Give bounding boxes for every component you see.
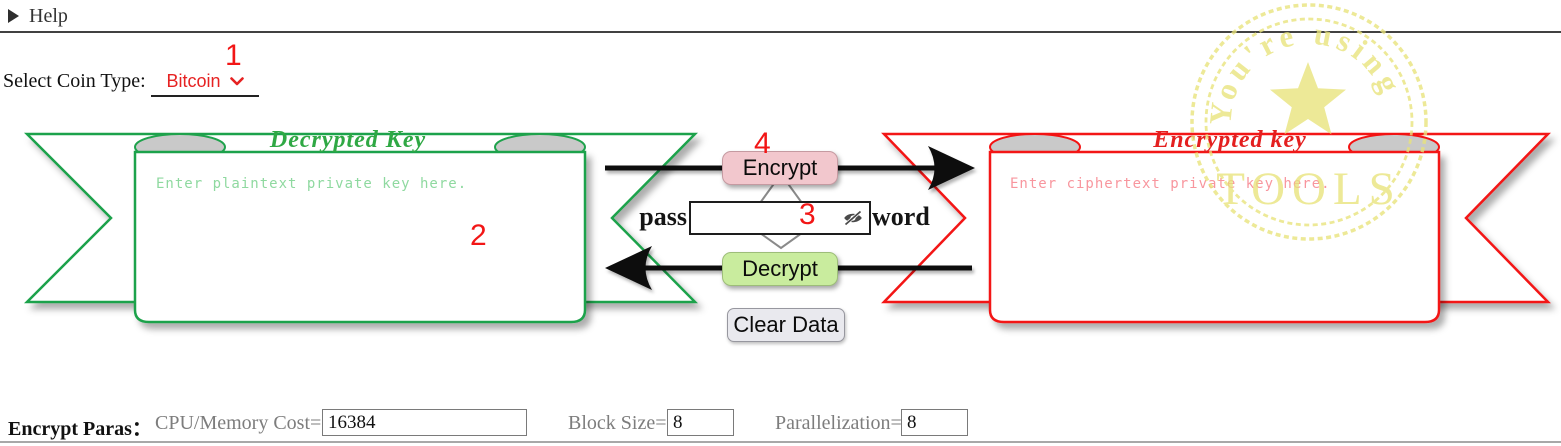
plaintext-key-textarea[interactable]	[150, 166, 576, 320]
password-input[interactable]	[691, 206, 840, 230]
coin-type-select[interactable]: Bitcoin	[151, 68, 259, 97]
cpu-memory-cost-input[interactable]	[322, 409, 527, 436]
annotation-3: 3	[799, 198, 816, 231]
decrypted-key-title: Decrypted Key	[269, 127, 427, 153]
coin-type-value: Bitcoin	[166, 71, 221, 91]
encrypted-key-title: Encrypted key	[1153, 127, 1307, 153]
collapsed-triangle-icon	[8, 9, 19, 23]
eye-off-icon[interactable]	[840, 207, 866, 229]
clear-data-button[interactable]: Clear Data	[727, 308, 845, 342]
encrypt-params-label: Encrypt Paras：	[8, 418, 152, 440]
cpu-memory-cost-label: CPU/Memory Cost=	[155, 412, 322, 434]
header-divider	[0, 31, 1561, 33]
password-box	[689, 201, 871, 235]
annotation-1: 1	[225, 39, 242, 72]
encrypt-button[interactable]: Encrypt	[722, 151, 838, 185]
ciphertext-key-textarea[interactable]	[1004, 166, 1430, 320]
chevron-down-icon	[229, 77, 244, 86]
password-suffix-label: word	[872, 202, 930, 231]
help-label: Help	[29, 4, 68, 27]
help-toggle[interactable]: Help	[8, 3, 68, 29]
annotation-4: 4	[754, 127, 771, 160]
coin-type-label: Select Coin Type:	[3, 70, 146, 92]
parallelization-input[interactable]	[901, 409, 968, 436]
password-prefix-label: pass	[639, 202, 687, 231]
footer-divider	[0, 441, 1561, 443]
block-size-input[interactable]	[667, 409, 734, 436]
decrypt-button[interactable]: Decrypt	[722, 252, 838, 286]
block-size-label: Block Size=	[568, 412, 667, 434]
annotation-2: 2	[470, 219, 487, 252]
parallelization-label: Parallelization=	[775, 412, 902, 434]
